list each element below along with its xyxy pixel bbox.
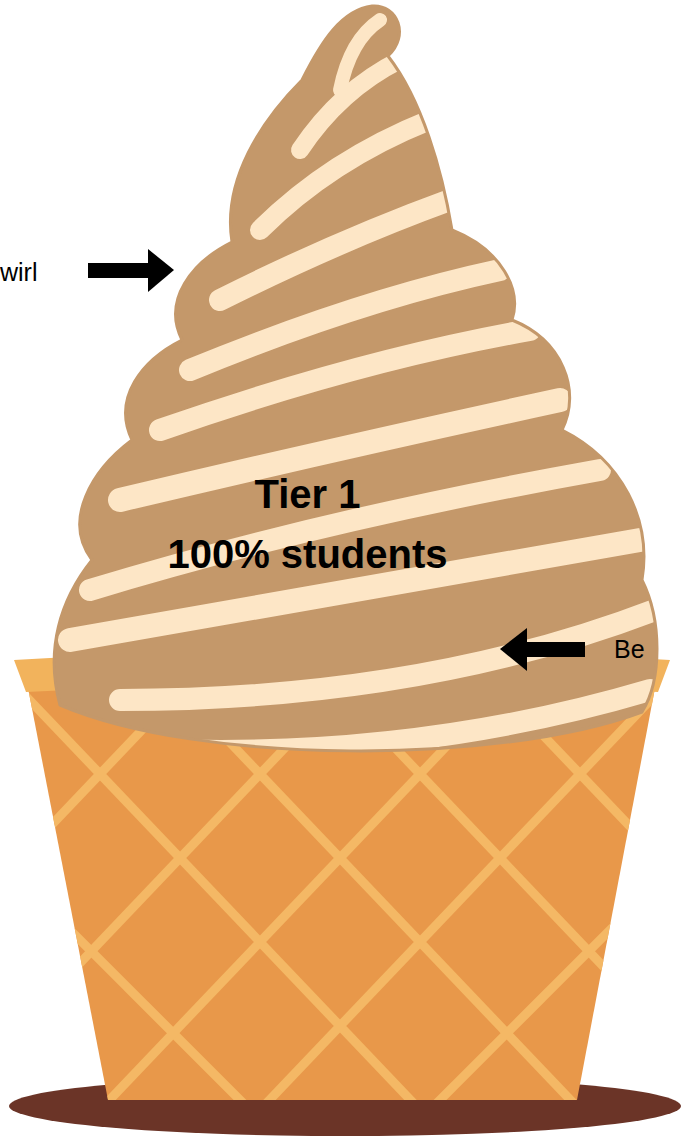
cone-lattice <box>0 690 683 1110</box>
leader-arrow-shaft <box>525 642 585 657</box>
swirl-body <box>54 6 657 751</box>
callout-label: wirl <box>0 257 38 287</box>
tier-text: Tier 1 <box>0 470 615 518</box>
callout-label: Be <box>614 634 645 664</box>
leader-arrow-shaft <box>88 263 150 278</box>
leader-arrow-head <box>148 249 174 292</box>
leader-arrow-head <box>500 628 527 671</box>
tier-text: 100% students <box>0 530 615 578</box>
